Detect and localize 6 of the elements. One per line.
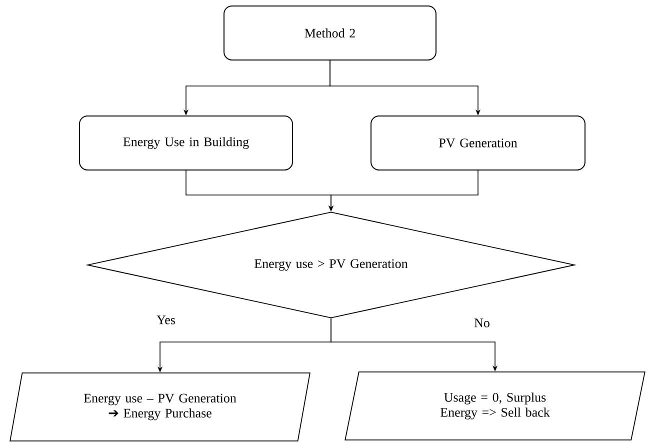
output-parallelogram: Energy use – PV Generation ➔ Energy Purchase	[10, 372, 310, 442]
process-box: PV Generation	[370, 116, 586, 170]
output-parallelogram: Usage = 0, Surplus Energy => Sell back	[344, 372, 646, 440]
process-box: Energy Use in Building	[79, 116, 293, 170]
edge-label: No	[473, 318, 491, 328]
process-box: Method 2	[224, 6, 436, 60]
